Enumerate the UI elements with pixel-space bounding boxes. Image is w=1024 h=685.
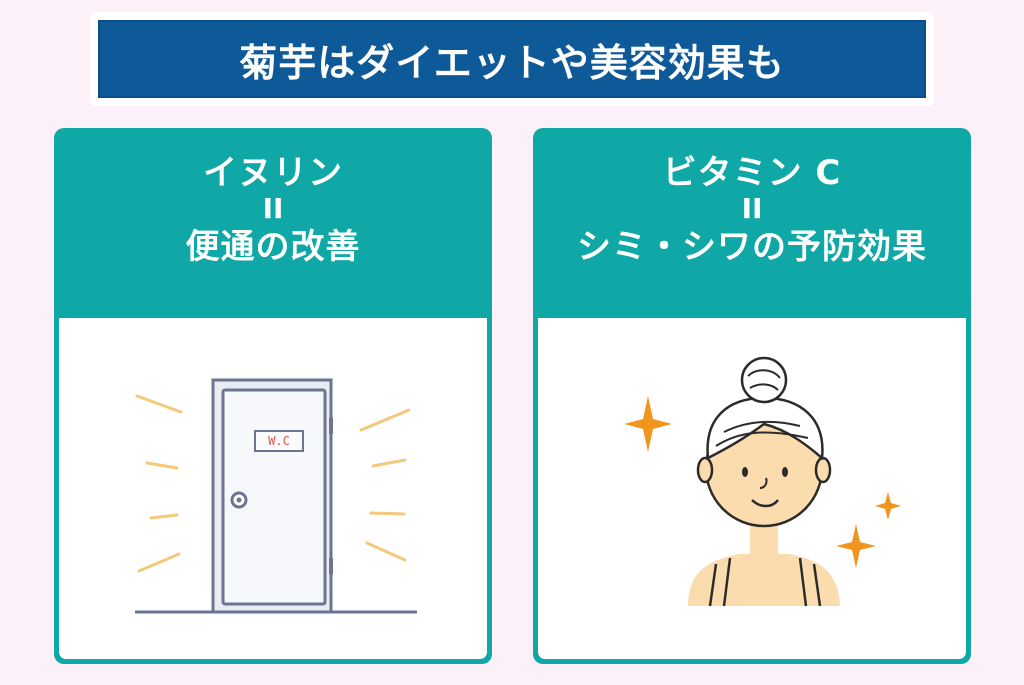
eye: [782, 467, 788, 477]
eye: [742, 467, 748, 477]
sparkle-icon: [875, 492, 901, 520]
page-title: 菊芋はダイエットや美容効果も: [98, 20, 926, 98]
equals-sign: II: [741, 192, 763, 225]
sparkle-icon: [624, 396, 672, 452]
glow-lines-right: [359, 408, 411, 562]
title-frame: 菊芋はダイエットや美容効果も: [90, 12, 934, 106]
sparkle-icon: [836, 524, 876, 568]
card-heading: イヌリン: [203, 153, 343, 193]
card-illustration-area: [538, 318, 966, 659]
card-effect: 便通の改善: [185, 227, 361, 267]
equals-sign: II: [262, 192, 284, 225]
card-illustration-area: W.C: [59, 318, 487, 659]
glow-lines-left: [135, 394, 183, 573]
toilet-door-icon: [135, 378, 417, 614]
card-vitamin-c: ビタミン C II シミ・シワの予防効果: [533, 128, 971, 664]
card-header: ビタミン C II シミ・シワの予防効果: [533, 152, 971, 270]
woman-with-sparkles-icon: [624, 356, 901, 607]
card-inulin: イヌリン II 便通の改善: [54, 128, 492, 664]
card-effect: シミ・シワの予防効果: [577, 227, 927, 267]
hair: [706, 396, 824, 461]
wc-sign: W.C: [254, 430, 304, 452]
smile: [751, 499, 779, 508]
card-header: イヌリン II 便通の改善: [54, 152, 492, 270]
hair-bun: [740, 356, 788, 404]
card-heading: ビタミン C: [662, 153, 842, 193]
